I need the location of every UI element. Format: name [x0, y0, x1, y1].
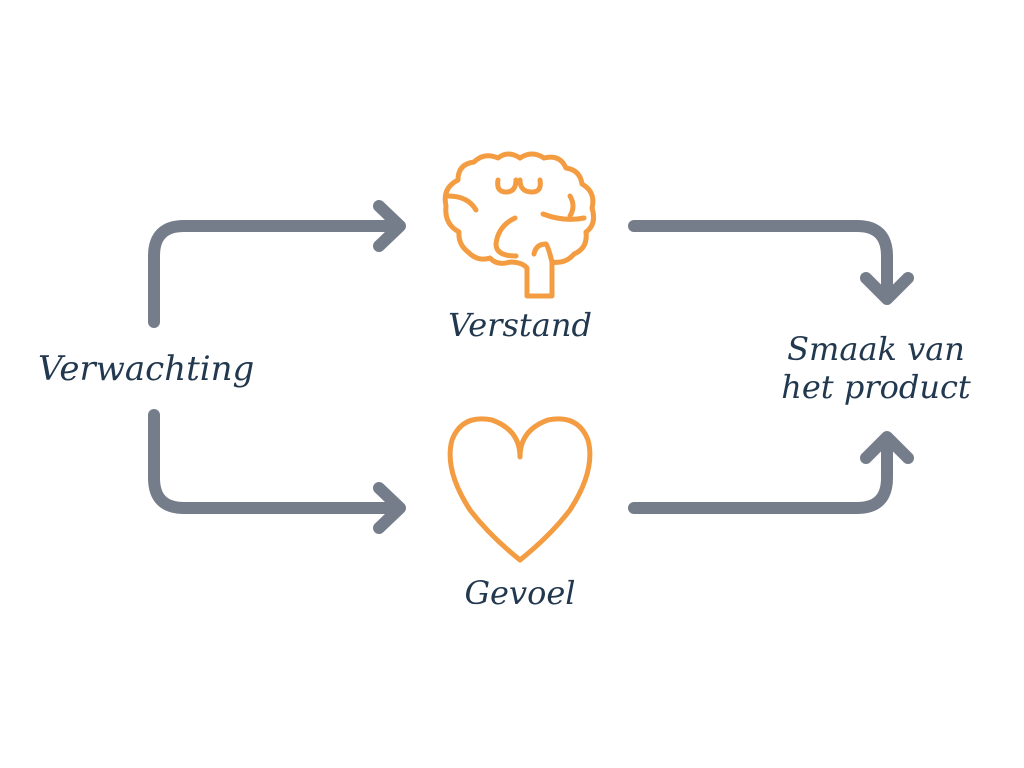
arrow-verwachting-to-verstand: [148, 200, 406, 328]
label-gevoel: Gevoel: [464, 574, 575, 612]
label-verwachting: Verwachting: [38, 349, 254, 389]
heart-icon: [447, 416, 593, 563]
brain-icon: [442, 151, 596, 299]
arrow-gevoel-to-smaak: [628, 431, 914, 514]
arrow-verwachting-to-gevoel: [148, 409, 406, 534]
label-smaak-line2: het product: [781, 368, 971, 406]
label-verstand: Verstand: [448, 306, 592, 344]
arrow-verstand-to-smaak: [628, 220, 914, 305]
label-smaak-line1: Smaak van: [787, 330, 965, 368]
